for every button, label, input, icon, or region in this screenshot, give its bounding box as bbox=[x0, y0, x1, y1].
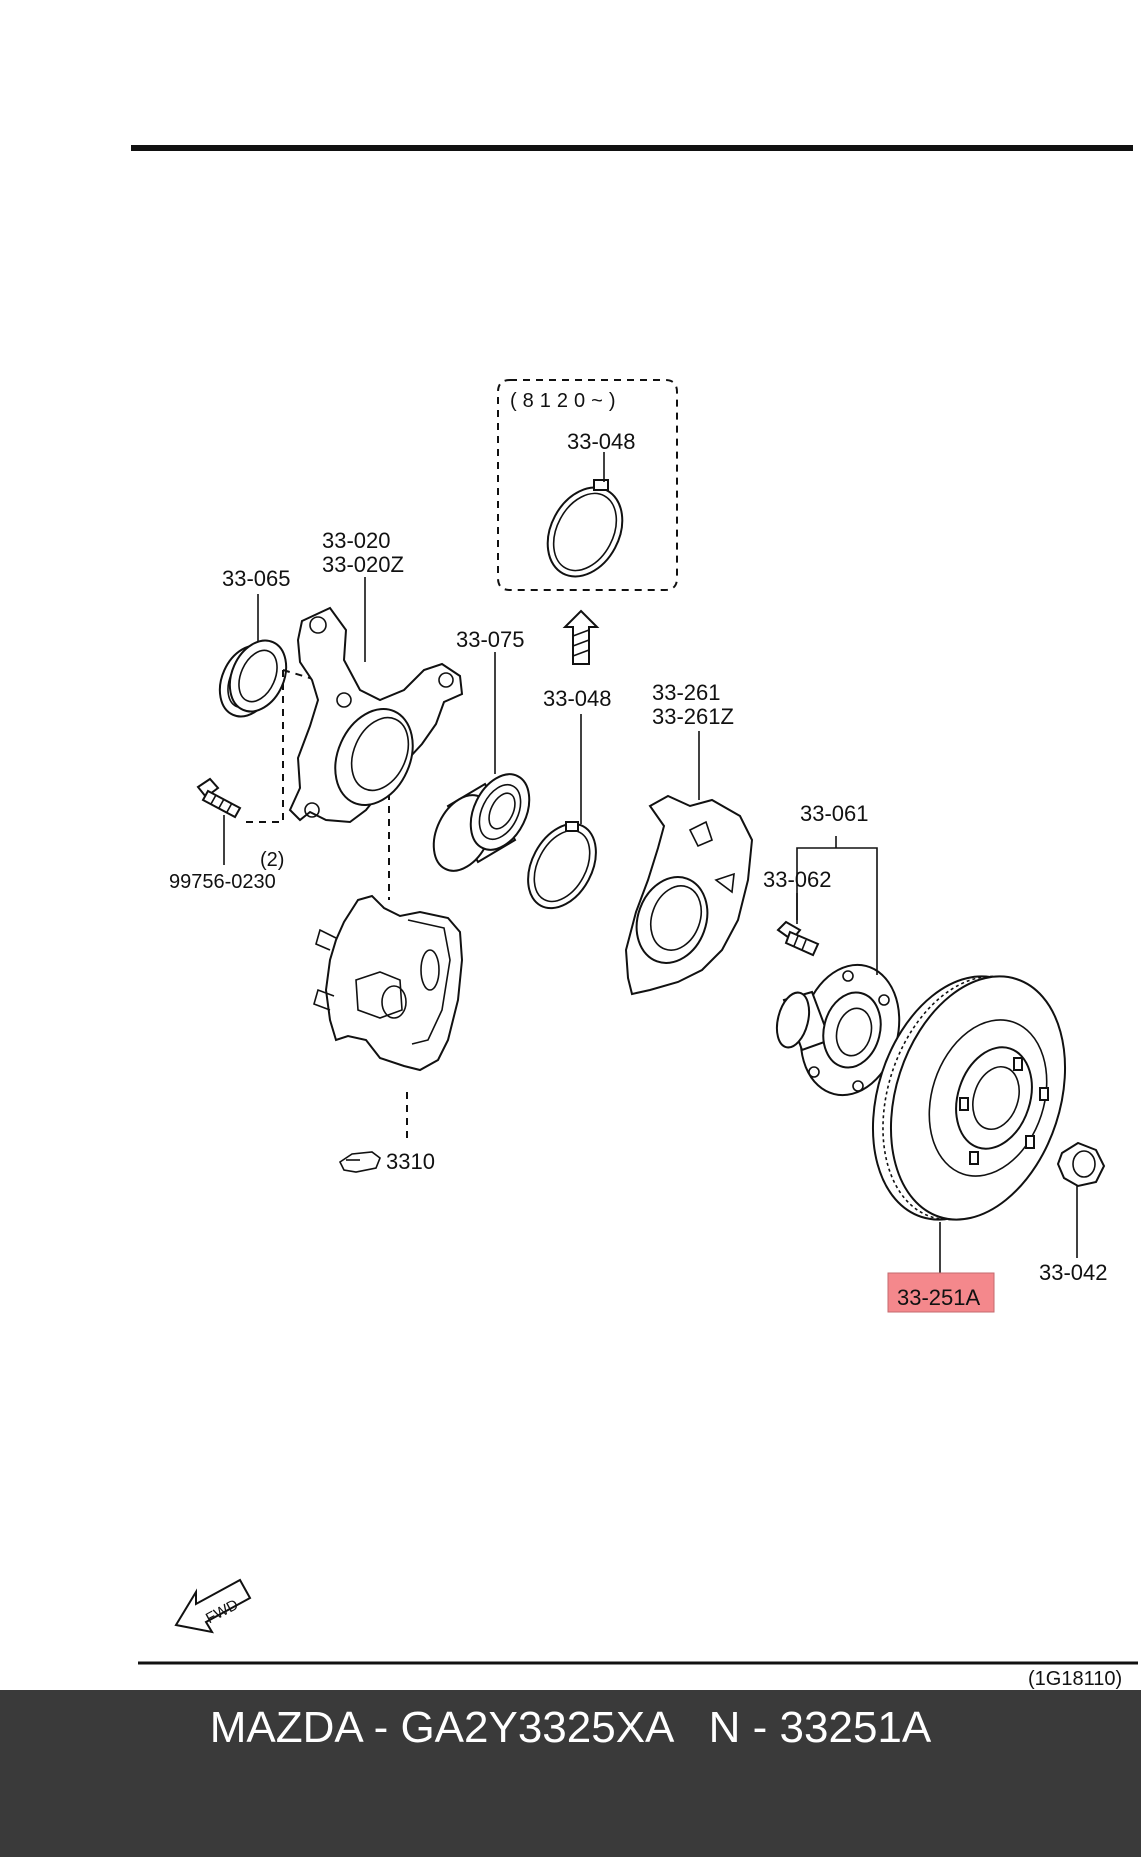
pointing-hand-icon bbox=[338, 1151, 381, 1173]
label-hub-nut: 33-042 bbox=[1039, 1260, 1108, 1285]
dust-shield: 33-261 33-261Z bbox=[624, 680, 754, 996]
brake-caliper bbox=[313, 894, 464, 1072]
oil-seal: 33-065 bbox=[218, 566, 291, 718]
label-bearing: 33-075 bbox=[456, 627, 525, 652]
label-snap-ring: 33-048 bbox=[543, 686, 612, 711]
brake-disc: 33-251A bbox=[871, 975, 1067, 1313]
label-brake-disc: 33-251A bbox=[897, 1285, 981, 1310]
figure-code: (1G18110) bbox=[1028, 1668, 1122, 1690]
label-dust-shield-2: 33-261Z bbox=[652, 704, 734, 729]
label-bolt-qty: (2) bbox=[260, 849, 284, 871]
snap-ring: 33-048 bbox=[527, 686, 612, 910]
highlight-box bbox=[887, 1272, 995, 1313]
label-knuckle-2: 33-020Z bbox=[322, 552, 404, 577]
label-bolt: 99756-0230 bbox=[169, 871, 276, 893]
label-oil-seal: 33-065 bbox=[222, 566, 291, 591]
hub-nut: 33-042 bbox=[1039, 1141, 1108, 1285]
caliper-reference: 3310 bbox=[338, 1149, 435, 1174]
label-caliper-ref: 3310 bbox=[386, 1149, 435, 1174]
label-snap-ring-top: 33-048 bbox=[567, 429, 636, 454]
bolt: (2) 99756-0230 bbox=[169, 777, 284, 893]
label-knuckle-1: 33-020 bbox=[322, 528, 391, 553]
parts-diagram: (8120~) 33-048 33-065 (2) 99756-0230 bbox=[131, 145, 1138, 1690]
up-arrow-icon bbox=[562, 609, 600, 665]
label-dust-shield-1: 33-261 bbox=[652, 680, 721, 705]
inset-box: (8120~) 33-048 bbox=[497, 379, 678, 591]
footer-bar bbox=[0, 1690, 1141, 1857]
steering-knuckle: 33-020 33-020Z bbox=[288, 528, 464, 824]
label-hub: 33-061 bbox=[800, 801, 869, 826]
inset-label: (8120~) bbox=[510, 390, 622, 412]
wheel-bearing: 33-075 bbox=[432, 627, 531, 872]
footer-caption: MAZDA - GA2Y3325XA N - 33251A bbox=[209, 1703, 932, 1752]
